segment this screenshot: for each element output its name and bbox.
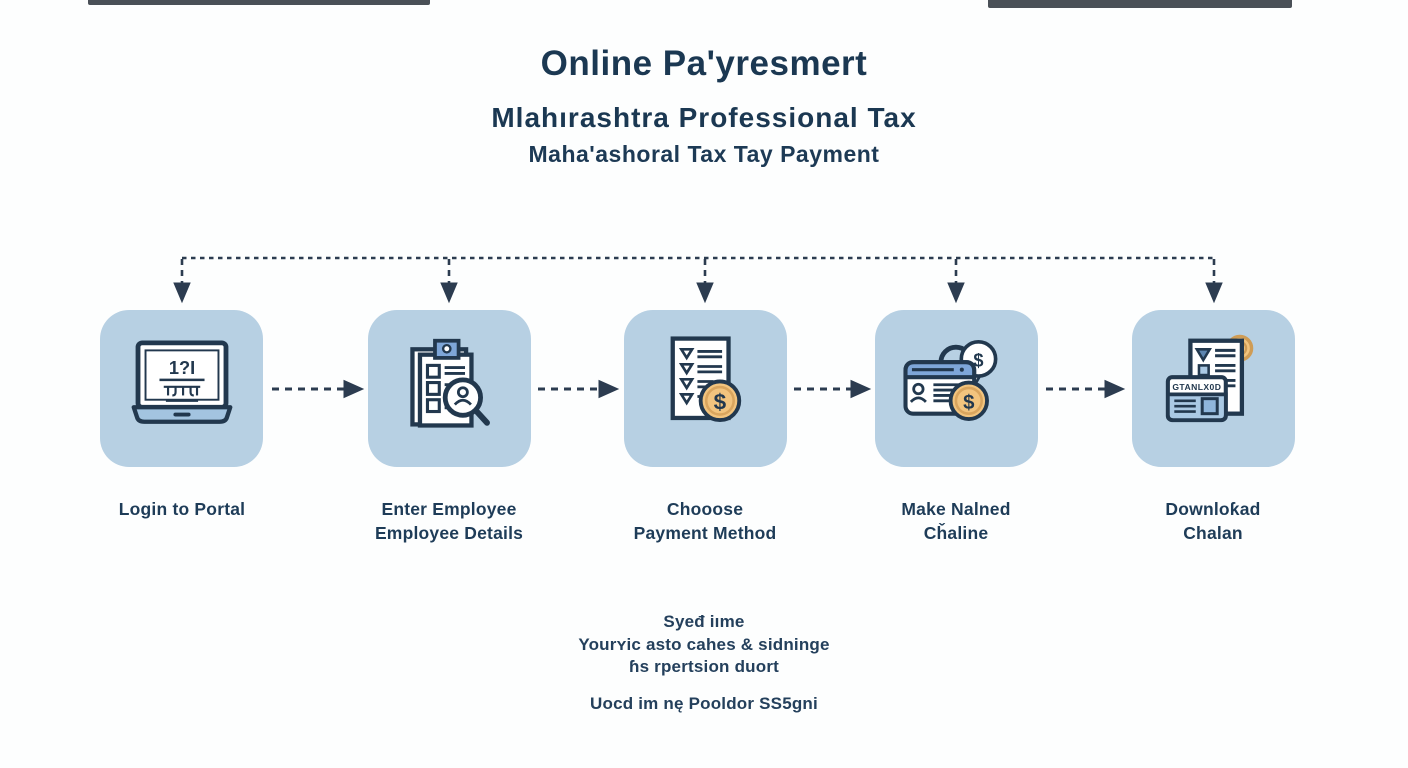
step-label-line: Payment Method bbox=[633, 523, 777, 543]
dollar-symbol: $ bbox=[713, 389, 726, 414]
magnifier-person-icon bbox=[442, 376, 490, 426]
down-arrow-icon bbox=[947, 282, 965, 304]
footer-note: Syeđ iıme Yourʏic asto cahes & sidninge … bbox=[0, 611, 1408, 715]
top-left-crop-artifact bbox=[88, 0, 430, 5]
card-lock-dollar-icon: $ $ bbox=[902, 339, 997, 421]
footer-line: Uocd im nę Pooldor SS5gni bbox=[590, 693, 818, 713]
right-arrow-icon bbox=[850, 379, 872, 399]
page-title: Online Pa'yresmert bbox=[540, 44, 868, 83]
step-label-line: Enter Employee bbox=[381, 499, 517, 519]
down-arrow-icon bbox=[1205, 282, 1223, 304]
challan-card-text: GTANLX0D bbox=[1172, 382, 1221, 392]
footer-line: Syeđ iıme bbox=[663, 612, 745, 631]
dollar-symbol: $ bbox=[963, 391, 975, 413]
step-box-payment-method: $ bbox=[624, 310, 787, 467]
down-arrow-icon bbox=[696, 282, 714, 304]
step-label-line: Downloƙad bbox=[1165, 499, 1261, 519]
footer-line: ɦs rpertsion duort bbox=[629, 657, 779, 676]
step-box-download-challan: GTANLX0D bbox=[1132, 310, 1295, 467]
challan-download-icon: GTANLX0D bbox=[1165, 334, 1253, 422]
step-label-line: Chalan bbox=[1183, 523, 1243, 543]
step-label-line: Login to Portal bbox=[118, 499, 246, 519]
step-label-line: Chooose bbox=[666, 499, 744, 519]
right-arrow-icon bbox=[343, 379, 365, 399]
step-label-make-payment: Make Nalned Cȟaline bbox=[841, 497, 1071, 545]
step-label-download-challan: Downloƙad Chalan bbox=[1098, 497, 1328, 545]
dollar-coin-icon: $ bbox=[698, 379, 741, 422]
step-label-payment-method: Chooose Payment Method bbox=[590, 497, 820, 545]
step-box-make-payment: $ $ bbox=[875, 310, 1038, 467]
page-subtitle: Mlahırashtra Professional Tax bbox=[491, 102, 917, 133]
footer-line: Yourʏic asto cahes & sidninge bbox=[578, 634, 830, 654]
down-arrow-icon bbox=[440, 282, 458, 304]
employee-search-clipboard-icon bbox=[409, 338, 490, 428]
challan-card: GTANLX0D bbox=[1165, 374, 1228, 422]
step-label-line: Make Nalned bbox=[901, 499, 1011, 519]
dollar-coin-icon: $ bbox=[948, 380, 989, 421]
step-label-login: Login to Portal bbox=[67, 497, 297, 521]
top-right-crop-artifact bbox=[988, 0, 1292, 8]
dollar-symbol: $ bbox=[973, 349, 983, 370]
step-label-line: Employee Details bbox=[374, 523, 524, 543]
step-box-login: 1?I bbox=[100, 310, 263, 467]
right-arrow-icon bbox=[1104, 379, 1126, 399]
down-arrow-icon bbox=[173, 282, 191, 304]
step-label-line: Cȟaline bbox=[923, 523, 989, 543]
right-arrow-icon bbox=[598, 379, 620, 399]
payment-checklist-coin-icon: $ bbox=[670, 335, 741, 422]
laptop-login-icon: 1?I bbox=[131, 339, 232, 424]
page-tagline: Maha'ashoral Tax Tay Payment bbox=[528, 141, 880, 167]
step-label-employee-details: Enter Employee Employee Details bbox=[334, 497, 564, 545]
laptop-screen-script bbox=[163, 385, 200, 402]
step-box-employee-details bbox=[368, 310, 531, 467]
laptop-screen-text: 1?I bbox=[168, 356, 194, 377]
